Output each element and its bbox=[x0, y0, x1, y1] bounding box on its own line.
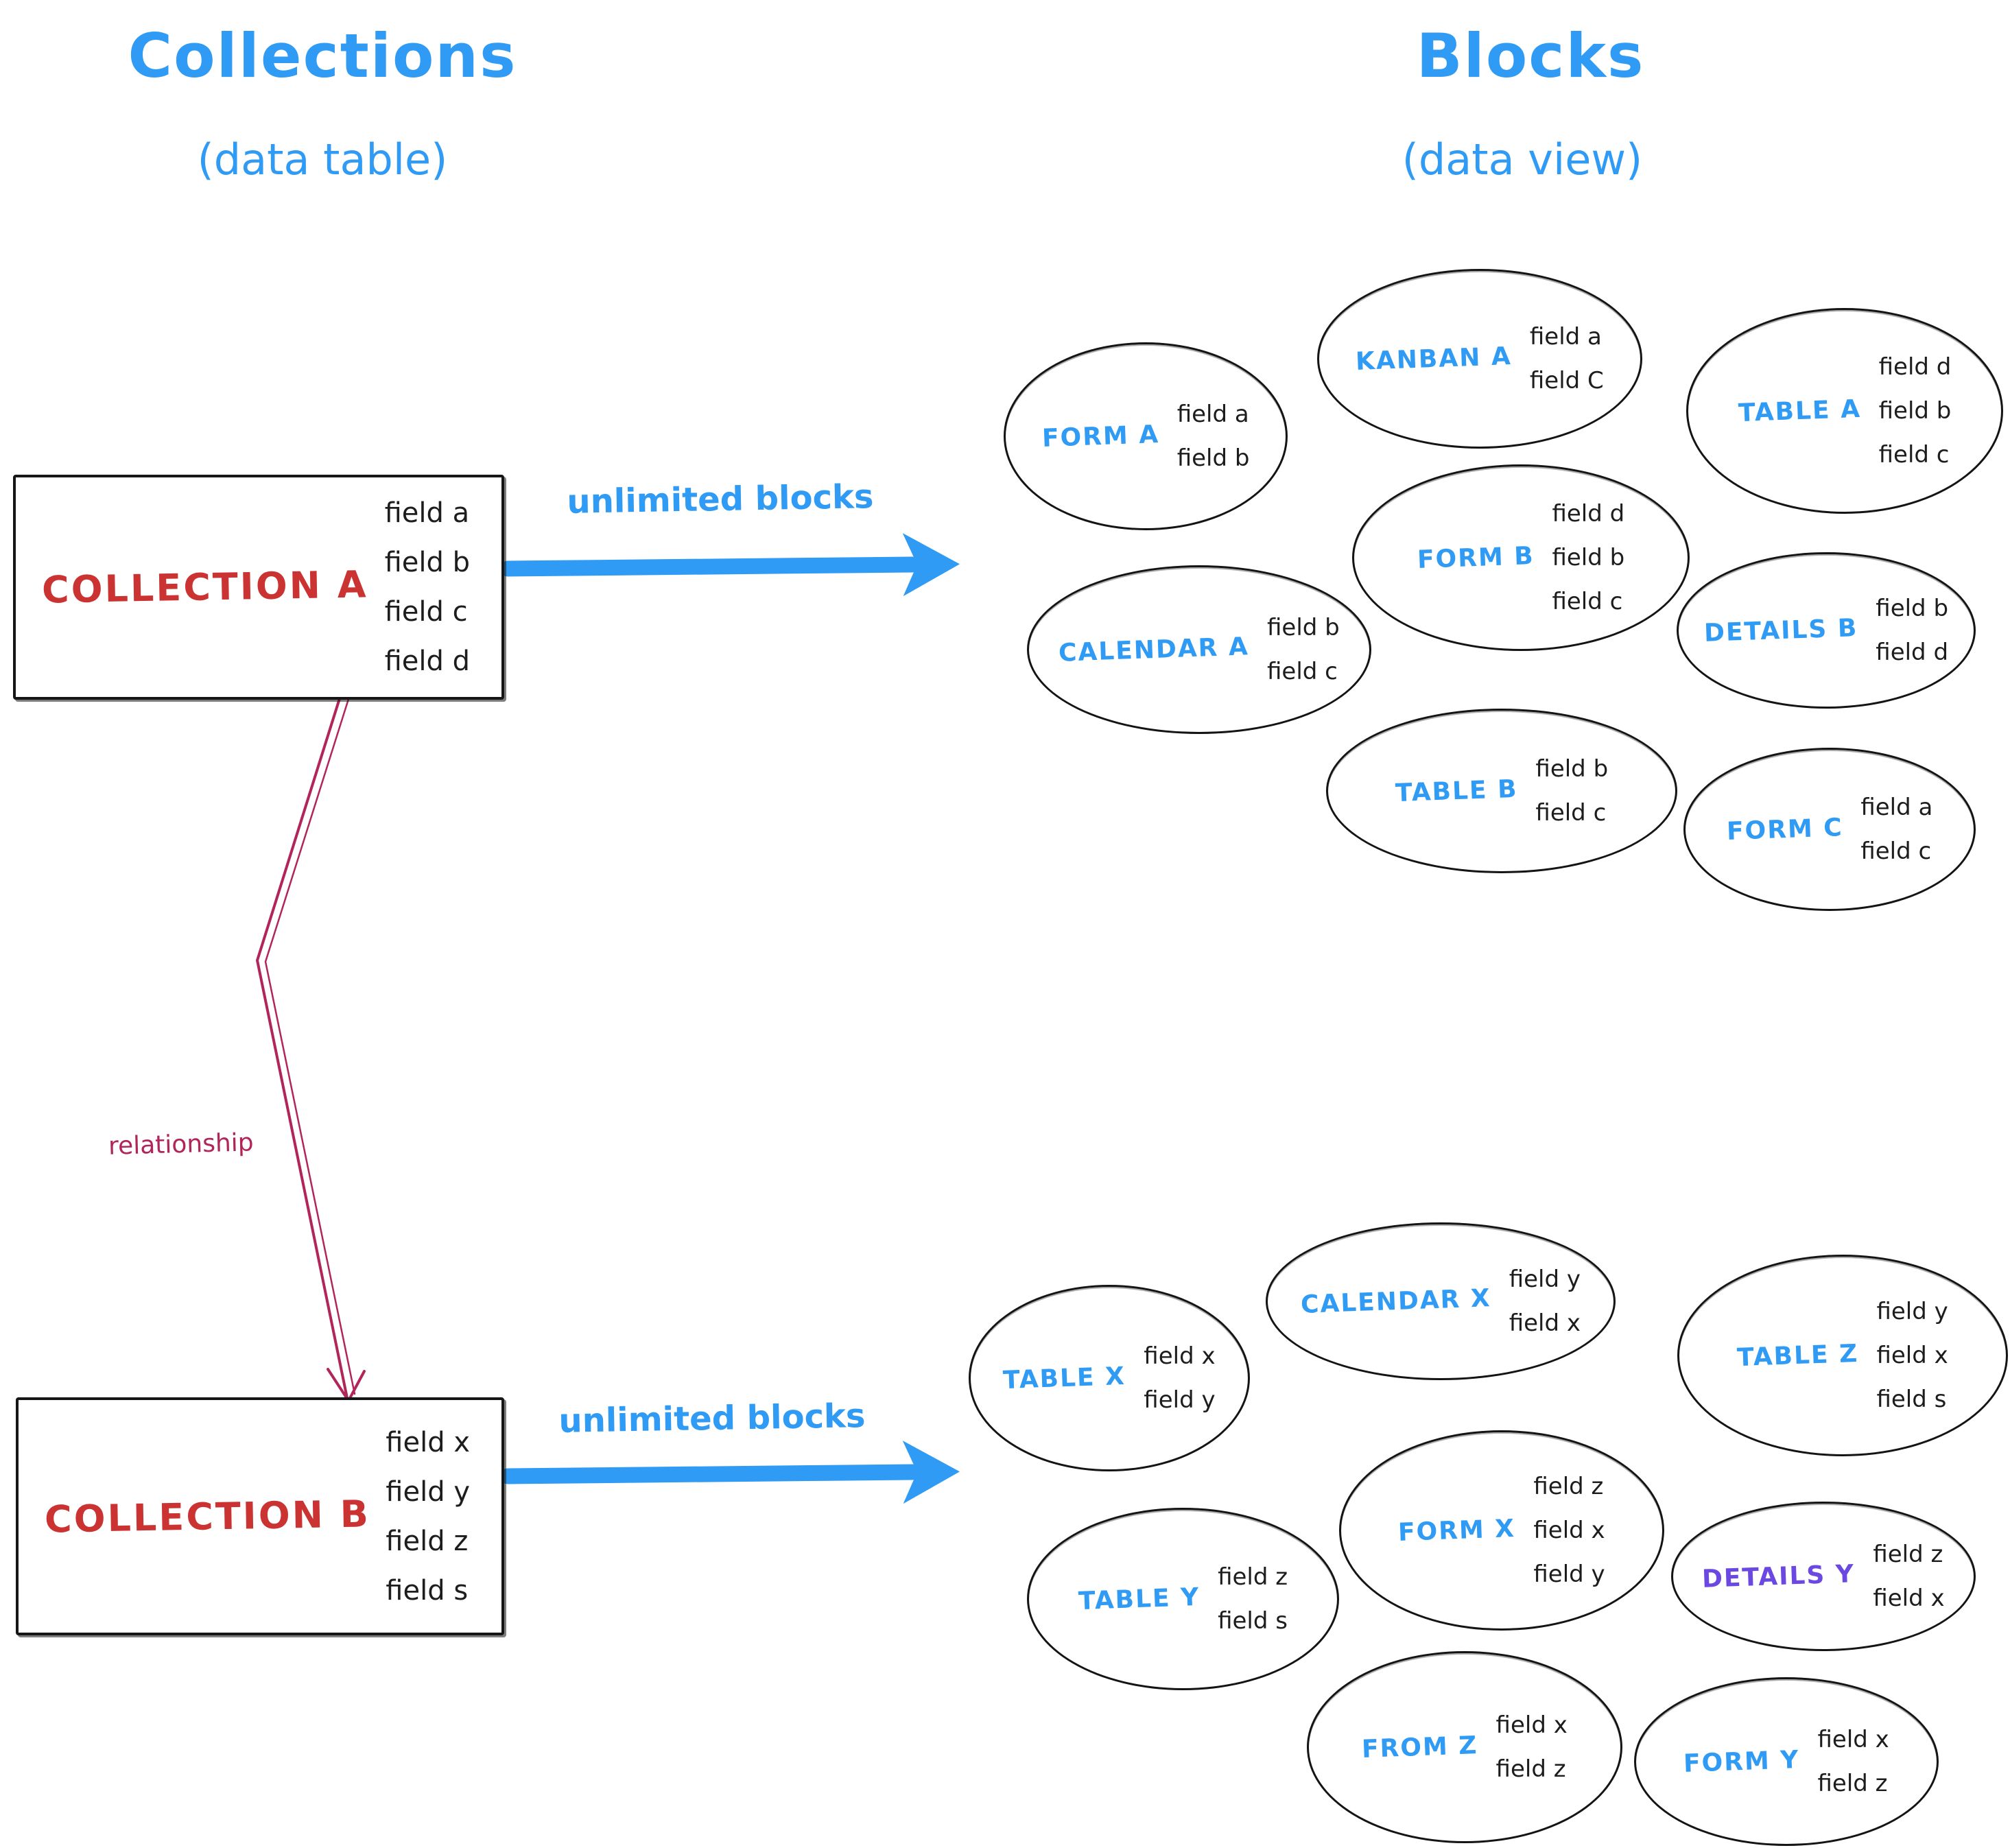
block-fields: field z field x bbox=[1873, 1541, 1945, 1612]
block-fields: field z field s bbox=[1218, 1563, 1288, 1635]
block-table-b: TABLE B field b field c bbox=[1326, 709, 1677, 873]
collections-title: Collections bbox=[128, 21, 517, 91]
block-table-y: TABLE Y field z field s bbox=[1027, 1508, 1339, 1690]
block-form-c: FORM C field a field c bbox=[1683, 748, 1976, 911]
block-form-a: FORM A field a field b bbox=[1004, 342, 1288, 530]
block-fields: field a field b bbox=[1177, 401, 1250, 472]
block-label: CALENDAR A bbox=[1058, 632, 1250, 667]
block-calendar-a: CALENDAR A field b field c bbox=[1027, 565, 1371, 734]
unlimited-blocks-label-top: unlimited blocks bbox=[567, 477, 874, 521]
unlimited-blocks-label-bottom: unlimited blocks bbox=[558, 1397, 866, 1441]
blocks-subtitle: (data view) bbox=[1402, 134, 1643, 185]
block-from-z: FROM Z field x field z bbox=[1307, 1651, 1622, 1843]
relationship-label: relationship bbox=[108, 1128, 255, 1161]
block-label: TABLE A bbox=[1737, 394, 1862, 427]
block-label: TABLE Z bbox=[1736, 1339, 1860, 1372]
block-fields: field b field c bbox=[1267, 614, 1340, 685]
block-label: FORM Y bbox=[1683, 1745, 1801, 1778]
field: field c bbox=[384, 596, 468, 628]
collection-a-name: COLLECTION A bbox=[41, 562, 369, 612]
block-label: CALENDAR X bbox=[1300, 1283, 1492, 1319]
block-details-b: DETAILS B field b field d bbox=[1677, 552, 1976, 709]
block-fields: field x field z bbox=[1817, 1726, 1889, 1797]
arrow-collection-b-to-blocks bbox=[499, 1441, 960, 1504]
block-form-b: FORM B field d field b field c bbox=[1352, 464, 1690, 651]
block-label: TABLE B bbox=[1395, 774, 1519, 807]
block-label: KANBAN A bbox=[1355, 342, 1513, 376]
block-kanban-a: KANBAN A field a field C bbox=[1317, 269, 1642, 449]
block-form-x: FORM X field z field x field y bbox=[1339, 1430, 1664, 1631]
field: field s bbox=[386, 1574, 469, 1607]
blocks-title: Blocks bbox=[1416, 21, 1645, 91]
block-label: FORM X bbox=[1397, 1514, 1517, 1547]
block-label: FORM C bbox=[1725, 813, 1844, 846]
arrow-collection-a-to-blocks bbox=[499, 533, 960, 597]
block-fields: field b field d bbox=[1876, 595, 1949, 666]
block-fields: field a field c bbox=[1860, 794, 1933, 865]
block-label: TABLE Y bbox=[1078, 1583, 1201, 1615]
block-form-y: FORM Y field x field z bbox=[1634, 1677, 1939, 1846]
block-fields: field y field x bbox=[1509, 1266, 1581, 1337]
collection-b-name: COLLECTION B bbox=[44, 1491, 371, 1541]
block-label: FORM B bbox=[1417, 541, 1535, 574]
block-table-a: TABLE A field d field b field c bbox=[1686, 308, 2003, 514]
field: field a bbox=[384, 497, 470, 529]
relationship-arrow bbox=[255, 693, 366, 1403]
block-fields: field b field c bbox=[1535, 755, 1609, 827]
block-fields: field y field x field s bbox=[1876, 1298, 1948, 1413]
block-calendar-x: CALENDAR X field y field x bbox=[1266, 1222, 1616, 1380]
field: field y bbox=[386, 1476, 470, 1508]
collection-a-fields: field a field b field c field d bbox=[385, 488, 470, 686]
block-fields: field d field b field c bbox=[1552, 500, 1625, 615]
field: field z bbox=[386, 1525, 469, 1557]
block-fields: field d field b field c bbox=[1878, 353, 1952, 469]
block-label: FORM A bbox=[1041, 420, 1160, 453]
block-fields: field z field x field y bbox=[1533, 1473, 1605, 1588]
collection-b-fields: field x field y field z field s bbox=[386, 1418, 470, 1615]
block-fields: field a field C bbox=[1529, 323, 1604, 394]
field: field x bbox=[386, 1426, 470, 1458]
collection-b-box: COLLECTION B field x field y field z fie… bbox=[16, 1397, 504, 1635]
block-label: DETAILS Y bbox=[1701, 1559, 1856, 1594]
block-table-x: TABLE X field x field y bbox=[969, 1285, 1250, 1471]
block-details-y: DETAILS Y field z field x bbox=[1671, 1502, 1976, 1651]
block-label: FROM Z bbox=[1361, 1731, 1479, 1764]
collections-subtitle: (data table) bbox=[197, 134, 448, 185]
block-fields: field x field y bbox=[1144, 1342, 1216, 1414]
block-label: TABLE X bbox=[1002, 1362, 1126, 1395]
collection-a-box: COLLECTION A field a field b field c fie… bbox=[13, 475, 504, 700]
field: field d bbox=[384, 645, 470, 677]
field: field b bbox=[384, 547, 470, 578]
block-table-z: TABLE Z field y field x field s bbox=[1677, 1255, 2008, 1456]
block-label: DETAILS B bbox=[1703, 613, 1858, 648]
block-fields: field x field z bbox=[1495, 1711, 1568, 1783]
